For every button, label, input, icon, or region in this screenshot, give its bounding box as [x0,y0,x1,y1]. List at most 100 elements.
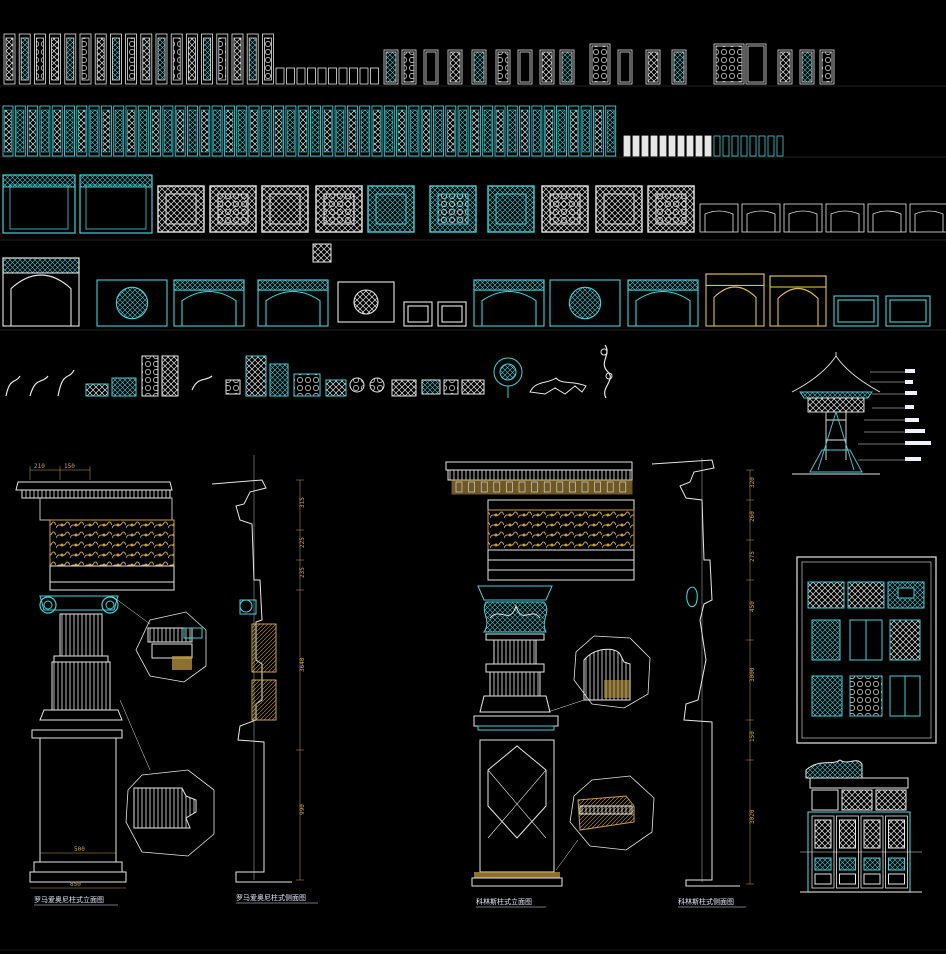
row-4-arch-gates [0,257,946,331]
door-leaf [811,815,835,889]
small-panel [704,135,712,157]
row-2-cyan-panels [0,105,946,158]
column-icon [15,481,175,883]
cyan-panel [150,105,162,157]
cyan-panel [469,105,481,157]
window-panel [777,49,793,85]
cyan-panel [494,105,506,157]
cyan-panel [297,105,309,157]
dentil [468,481,475,493]
cyan-panel [88,105,100,157]
window-panel [819,49,835,85]
small-panel [749,135,757,157]
gate-panel [705,273,765,327]
cyan-panel [359,105,371,157]
small-panel [695,135,703,157]
gate-panel [627,279,699,327]
door-panel [216,33,229,85]
small-panel [767,135,775,157]
cyan-panel [396,105,408,157]
door-panel [110,33,122,85]
dentil [455,481,463,493]
cyan-panel [592,105,604,157]
ornate-door-elevation [800,759,922,893]
window-panel [745,43,767,85]
ionic-side-label: 罗马爱奥尼柱式侧面图 [236,893,306,902]
dimension-label: 275 [749,551,756,562]
ornament [225,379,241,395]
gate-panel [549,279,621,327]
pavilion-icon [791,352,881,475]
small-panel [659,135,667,157]
cyan-panel [125,105,137,157]
gate-panel [885,295,931,327]
door-panel [185,33,198,85]
ornament [443,379,459,395]
door-panel [231,33,244,85]
small-panel [686,135,694,157]
cyan-panel [519,105,531,157]
cyan-panel [174,105,186,157]
cyan-panel [51,105,63,157]
cyan-panel [346,105,358,157]
cyan-panel [580,105,592,157]
ornament [161,355,179,397]
small-panel [758,135,766,157]
door-panel [317,67,327,85]
window-panel [671,49,687,85]
ornament [245,355,267,397]
corinth-side-label: 科林斯柱式侧面图 [678,897,734,906]
dentil [619,481,627,493]
dimension-label: 260 [749,511,756,522]
window-panel [799,49,815,85]
row-1-door-panels [0,33,946,87]
cyan-panel [199,105,211,157]
door-panel [170,33,183,85]
door-panel [79,33,92,85]
arch-frame [741,203,781,233]
ionic-column-front: 210 150 500 850 罗马爱奥尼柱式立面图 [15,463,215,906]
lattice-window-sheet [796,556,937,744]
cyan-panel [310,105,321,157]
window-panel [383,49,399,85]
cyan-panel [334,105,346,157]
ornament [461,379,485,395]
arch-frame [699,203,739,233]
door-panel [261,33,274,85]
cyan-panel [137,105,149,157]
ornament [141,355,159,397]
cyan-panel [543,105,555,157]
lattice-square [595,185,643,233]
ionic-dim-base: 850 [70,881,81,888]
ornament [349,377,365,393]
arch-frame [825,203,865,233]
dimension-label: 3000 [749,667,756,682]
door-panel [34,33,46,85]
gate-panel [769,275,827,327]
corinth-front-label: 科林斯柱式立面图 [476,897,532,906]
cyan-panel [211,105,223,157]
door-panel [359,67,369,85]
gate-panel [257,279,329,327]
ornament [57,369,75,397]
door-panel [201,33,214,85]
window-panel [617,49,633,85]
ornament [85,383,109,397]
small-panel [740,135,748,157]
ornament [269,363,289,397]
dimension-label: 990 [299,804,306,815]
cyan-panel [113,105,125,157]
dentil [543,481,551,493]
dimension-label: 225 [299,537,306,548]
row-5-ornaments [5,344,613,399]
gate-panel [473,279,545,327]
dentil [518,481,526,493]
cyan-panel [445,105,457,157]
door-panel [246,33,259,85]
dimension-label: 150 [749,731,756,742]
ornament [391,379,417,397]
ornament [421,379,441,395]
door-panel [18,33,31,85]
door-panel [307,67,316,85]
